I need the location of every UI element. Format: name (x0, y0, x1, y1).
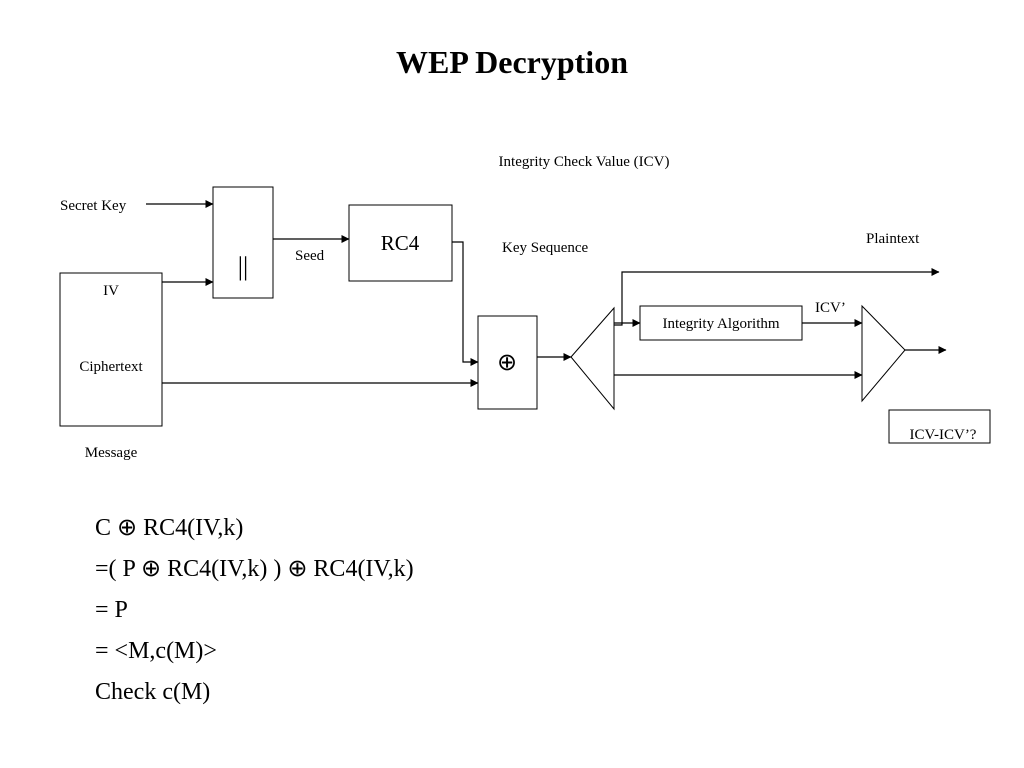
xor-box (477, 315, 538, 410)
plaintext-arrow (614, 268, 940, 326)
slide-title: WEP Decryption (396, 44, 628, 80)
equation-line: =( P ⊕ RC4(IV,k) ) ⊕ RC4(IV,k) (95, 556, 414, 582)
icv-prime-label: ICV’ (815, 300, 846, 316)
comparator-triangle (861, 304, 906, 403)
equation-line: Check c(M) (95, 679, 211, 705)
plaintext-label: Plaintext (866, 231, 920, 247)
rc4-box (348, 204, 453, 282)
message-box (59, 272, 163, 427)
ciphertext-label: Ciphertext (79, 359, 143, 375)
equations-block: C ⊕ RC4(IV,k) =( P ⊕ RC4(IV,k) ) ⊕ RC4(I… (95, 508, 414, 713)
key-sequence-label: Key Sequence (502, 240, 589, 256)
integrity-algorithm-label: Integrity Algorithm (662, 316, 779, 332)
equation-line: = P (95, 597, 128, 623)
concat-box (212, 186, 274, 299)
equation-line: C ⊕ RC4(IV,k) (95, 515, 244, 541)
keystream-arrow (452, 241, 479, 366)
icv-title-label: Integrity Check Value (ICV) (499, 154, 670, 170)
iv-label: IV (103, 283, 119, 299)
rc4-label: RC4 (381, 231, 420, 255)
icv-check-box (888, 409, 991, 444)
seed-label: Seed (295, 248, 325, 264)
secret-key-label: Secret Key (60, 198, 127, 214)
equation-line: = <M,c(M)> (95, 638, 217, 664)
splitter-triangle (570, 306, 615, 411)
message-label: Message (85, 445, 138, 461)
icv-check-label: ICV-ICV’? (910, 427, 977, 443)
concat-symbol: || (238, 252, 248, 281)
xor-symbol: ⊕ (497, 350, 517, 376)
